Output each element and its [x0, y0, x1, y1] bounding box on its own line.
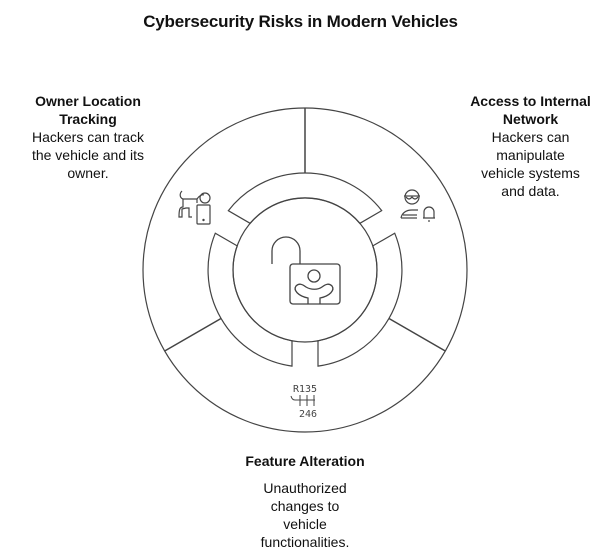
separator-lower-left — [164, 317, 222, 352]
description-line: and data. — [501, 183, 560, 199]
section-heading: Owner Location Tracking — [8, 92, 168, 128]
section-heading: Access to Internal Network — [458, 92, 601, 128]
section-description: Unauthorized changes to vehicle function… — [205, 479, 405, 551]
section-description: Hackers can track the vehicle and its ow… — [8, 128, 168, 182]
description-line: owner. — [67, 165, 109, 181]
heading-line: Feature Alteration — [245, 453, 365, 469]
heading-line: Tracking — [59, 111, 117, 127]
center-circle — [232, 197, 378, 343]
heading-line: Network — [502, 111, 559, 127]
dog-with-phone-tracker-icon — [178, 190, 211, 225]
section-feature-alteration: Feature Alteration Unauthorized changes … — [205, 452, 405, 551]
gear-shift-top-label: R135 — [293, 384, 317, 395]
section-owner-location-tracking: Owner Location Tracking Hackers can trac… — [8, 92, 168, 182]
section-description: Hackers can manipulate vehicle systems a… — [458, 128, 601, 200]
gear-shift-bottom-label: 246 — [299, 409, 317, 420]
description-line: Hackers can track — [31, 129, 145, 145]
section-access-to-internal-network: Access to Internal Network Hackers can m… — [458, 92, 601, 200]
separator-lower-right — [388, 317, 446, 352]
band-segment-right[interactable] — [317, 232, 403, 367]
hacker-with-alarm-bell-icon — [400, 189, 435, 222]
description-line: vehicle — [283, 516, 327, 532]
description-line: functionalities. — [260, 534, 350, 550]
description-line: manipulate — [496, 147, 565, 163]
band-segment-left[interactable] — [207, 232, 293, 367]
section-heading: Feature Alteration — [205, 452, 405, 470]
description-line: changes to — [270, 498, 340, 514]
description-line: vehicle systems — [481, 165, 580, 181]
heading-line: Access to Internal — [470, 93, 591, 109]
unlocked-padlock-person-icon — [271, 236, 341, 305]
description-line: the vehicle and its — [31, 147, 145, 163]
gear-shift-pattern-icon: R135 246 — [290, 384, 317, 420]
description-line: Hackers can — [491, 129, 570, 145]
description-line: Unauthorized — [263, 480, 347, 496]
diagram-title: Cybersecurity Risks in Modern Vehicles — [143, 12, 458, 31]
heading-line: Owner Location — [35, 93, 141, 109]
